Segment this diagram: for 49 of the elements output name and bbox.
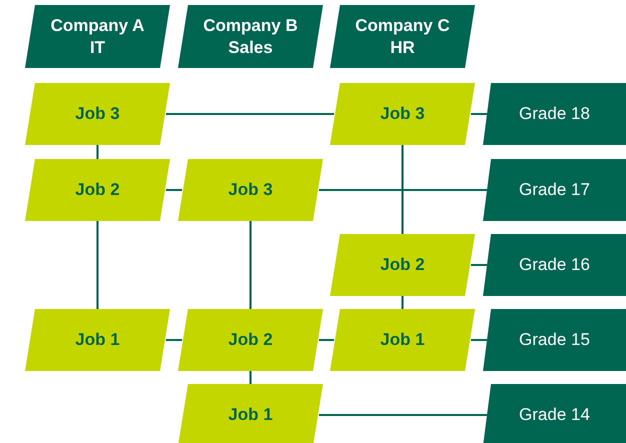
- box-label: Company A IT: [50, 15, 146, 58]
- connector-line: [166, 339, 182, 341]
- job-box: [330, 83, 475, 145]
- grade-box: [483, 384, 626, 443]
- grade-box: [483, 234, 626, 296]
- box-label: Job 2: [228, 329, 273, 351]
- box-label: Company C HR: [354, 15, 451, 58]
- company-header: [25, 5, 170, 68]
- box-label: Job 1: [75, 329, 120, 351]
- connector-line: [96, 221, 98, 309]
- connector-line: [96, 145, 98, 159]
- job-box: [25, 83, 170, 145]
- connector-line: [166, 189, 182, 191]
- box-label: Company B Sales: [202, 15, 299, 58]
- company-header: [330, 5, 475, 68]
- connector-line: [250, 221, 252, 309]
- job-box: [178, 384, 323, 443]
- box-label: Grade 16: [519, 254, 590, 276]
- job-box: [330, 309, 475, 371]
- connector-line: [471, 113, 487, 115]
- connector-line: [319, 189, 487, 191]
- box-label: Job 1: [228, 404, 273, 426]
- box-label: Job 2: [380, 254, 425, 276]
- connector-line: [319, 339, 334, 341]
- box-label: Grade 14: [519, 404, 590, 426]
- connector-line: [250, 371, 252, 384]
- box-label: Job 1: [380, 329, 425, 351]
- connector-line: [166, 113, 334, 115]
- grade-box: [483, 309, 626, 371]
- box-label: Job 3: [380, 103, 425, 125]
- company-header: [178, 5, 323, 68]
- grade-box: [483, 159, 626, 221]
- grade-box: [483, 83, 626, 145]
- box-label: Grade 18: [519, 103, 590, 125]
- box-label: Grade 17: [519, 179, 590, 201]
- job-box: [25, 159, 170, 221]
- job-box: [178, 159, 323, 221]
- job-box: [25, 309, 170, 371]
- connector-line: [402, 296, 404, 309]
- connector-line: [402, 145, 404, 234]
- connector-line: [471, 264, 487, 266]
- job-box: [178, 309, 323, 371]
- box-label: Job 3: [75, 103, 120, 125]
- connector-line: [471, 339, 487, 341]
- box-label: Grade 15: [519, 329, 590, 351]
- box-label: Job 3: [228, 179, 273, 201]
- connector-line: [319, 414, 487, 416]
- box-label: Job 2: [75, 179, 120, 201]
- job-box: [330, 234, 475, 296]
